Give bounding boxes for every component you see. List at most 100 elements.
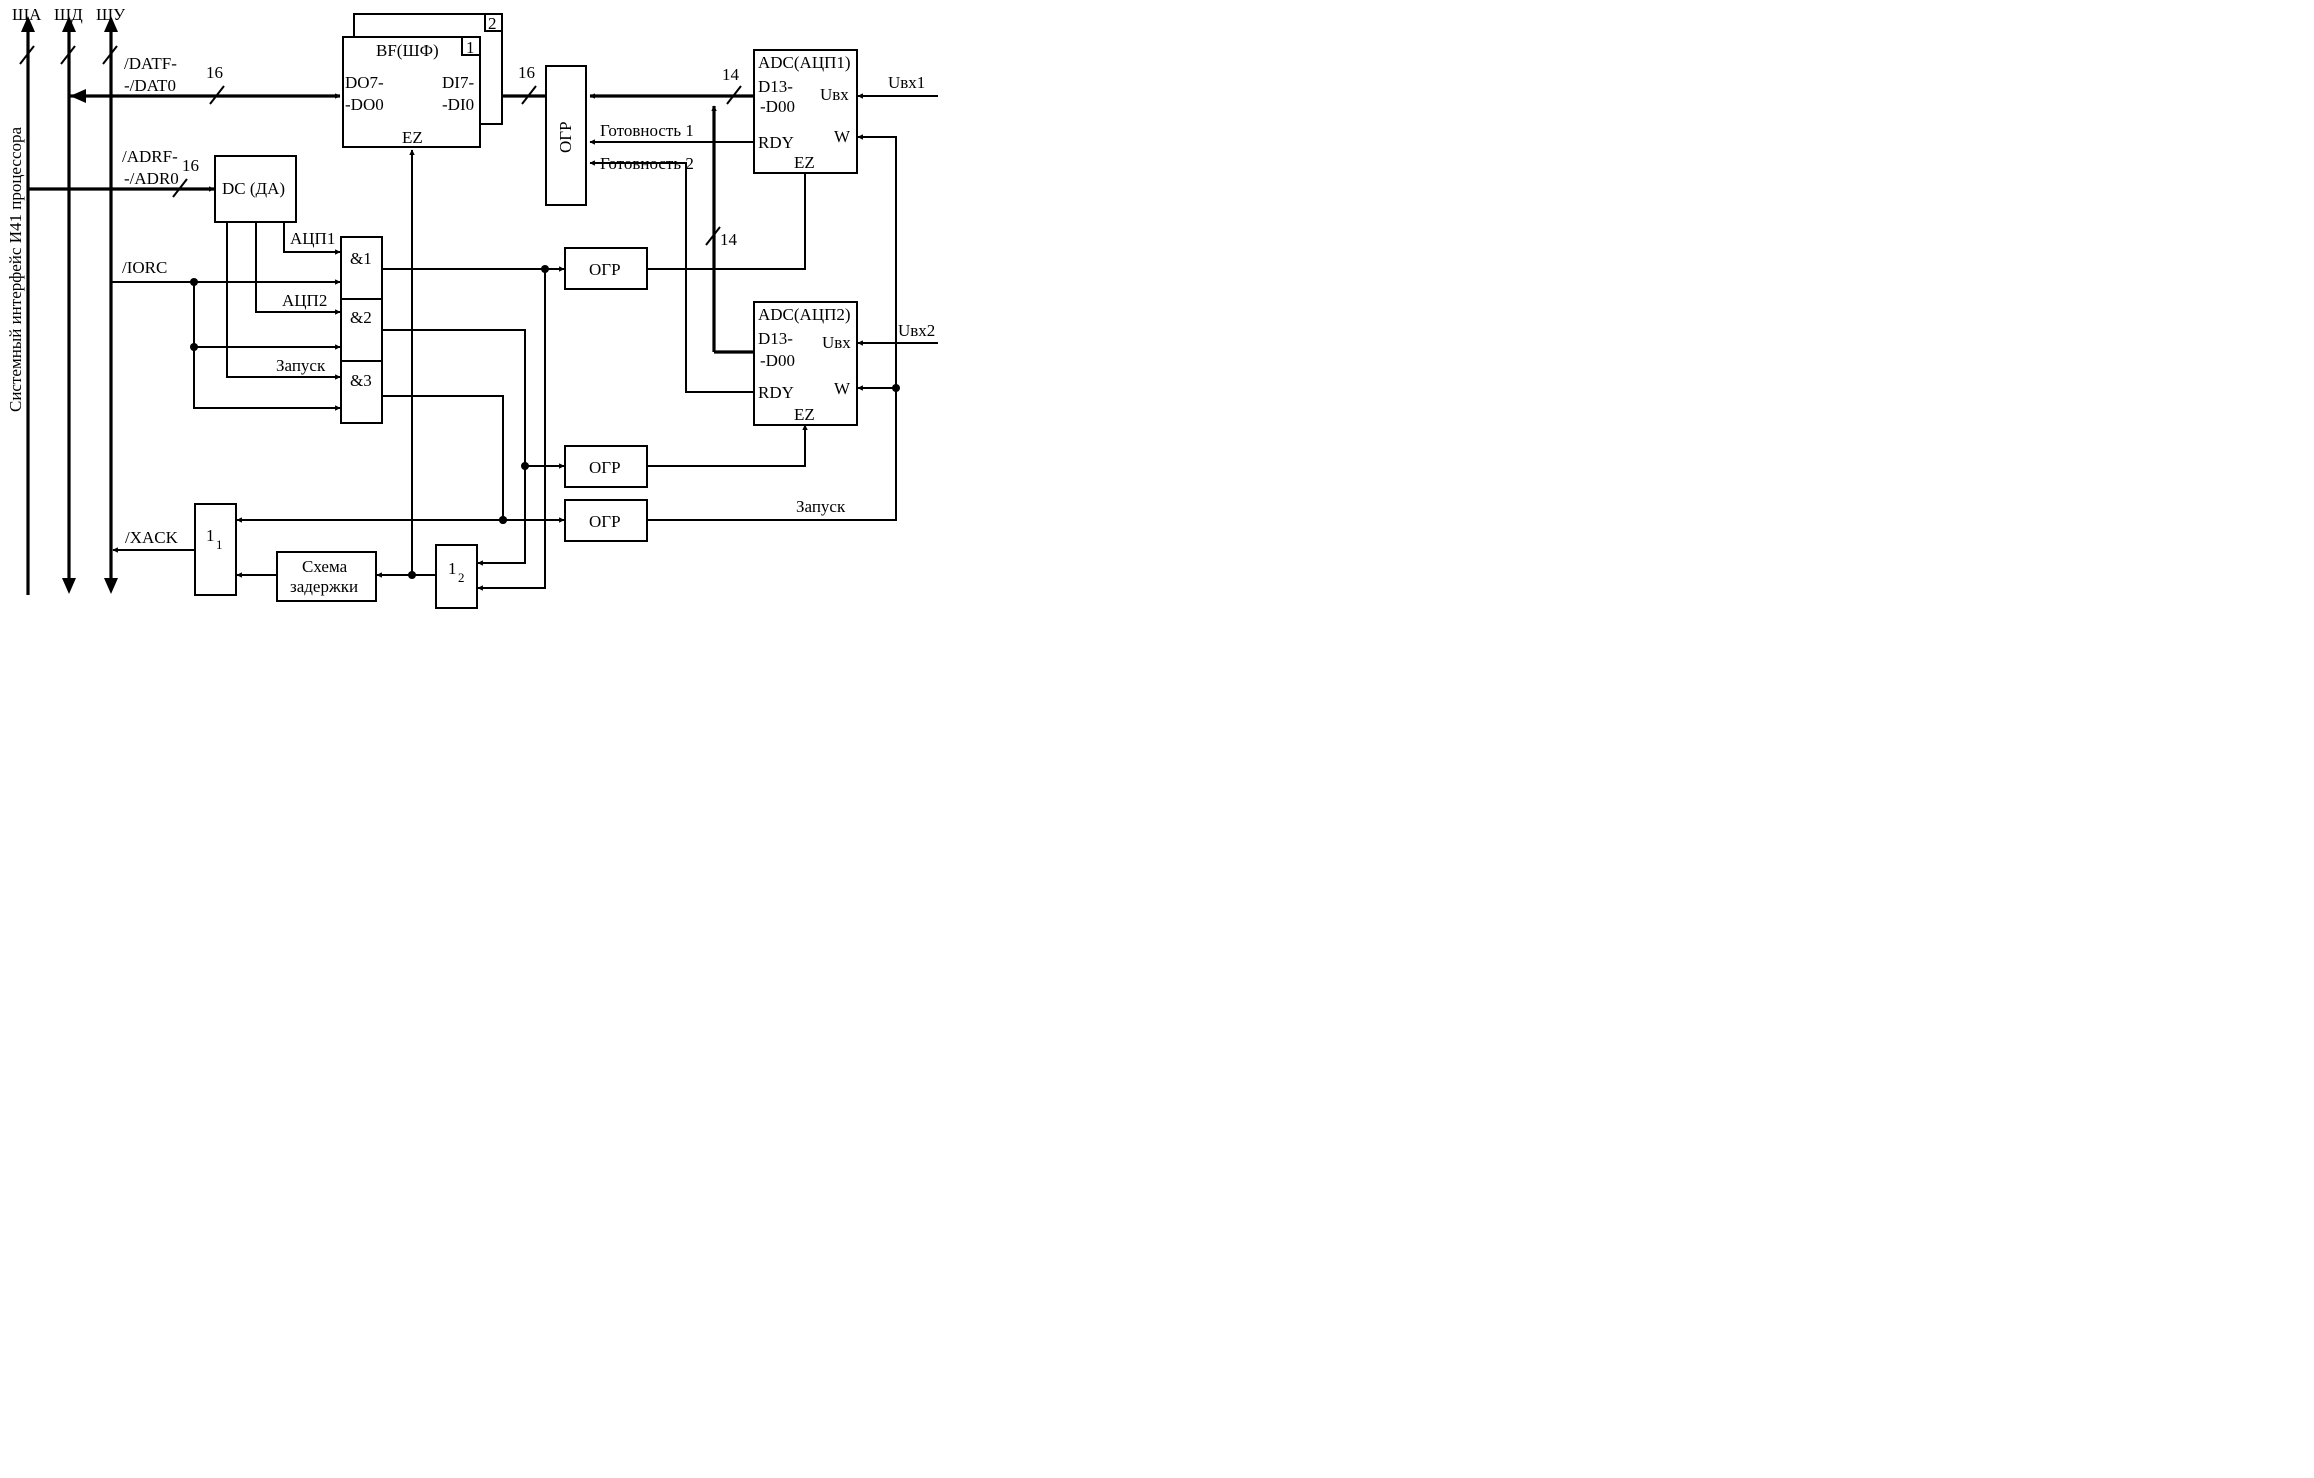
signal-datf: /DATF- — [124, 54, 177, 73]
signal-iorc: /IORC — [122, 258, 167, 277]
bf-badge2: 2 — [488, 14, 497, 33]
bf-badge1: 1 — [466, 38, 475, 57]
and2-junction — [521, 462, 529, 470]
adc1-w-pin: W — [834, 127, 851, 146]
label-start-out: Запуск — [796, 497, 846, 516]
bf-block: 2 1 BF(ШФ) DO7- -DO0 DI7- -DI0 EZ — [342, 13, 503, 148]
data-bus-arrow-left — [70, 89, 86, 103]
ogr3-frame — [564, 499, 648, 542]
ogr2-frame — [564, 445, 648, 488]
and3-down — [382, 395, 504, 520]
address-path: 16 /ADRF- -/ADR0 — [28, 147, 215, 198]
adc1-data-pin1: D13- — [758, 77, 793, 96]
dc-frame — [214, 155, 297, 223]
bus-data-arrow-up — [62, 16, 76, 32]
label-start-select: Запуск — [276, 356, 326, 375]
and2-frame — [340, 298, 383, 362]
bf-right-pin1: DI7- — [442, 73, 474, 92]
or2-sub: 2 — [458, 570, 465, 585]
bus-data-slash — [60, 45, 76, 65]
signal-adr0: -/ADR0 — [124, 169, 179, 188]
adc1-ez-pin: EZ — [794, 153, 815, 172]
ogr2-to-adc2-ez — [648, 424, 808, 467]
and2-label: &2 — [350, 308, 372, 327]
dc-block: DC (ДА) — [214, 155, 297, 223]
data-width-label: 16 — [206, 63, 223, 82]
adc2-block: ADC(АЦП2) D13- -D00 Uвх RDY W EZ — [753, 301, 858, 426]
delay-block: Схема задержки — [276, 551, 377, 602]
and3-frame — [340, 360, 383, 424]
or2-frame — [435, 544, 478, 609]
bf-badge1-box — [461, 36, 481, 56]
adc2-uin-pin: Uвх — [822, 333, 851, 352]
bus-control-arrow-up — [104, 16, 118, 32]
system-interface-label: Системный интерфейс И41 процессора — [6, 127, 25, 412]
signal-dat0: -/DAT0 — [124, 76, 176, 95]
adc2-data-width-label: 14 — [720, 230, 738, 249]
iorc-path: /IORC — [111, 258, 341, 411]
adc1-data-slash — [726, 85, 742, 105]
iorc-junction-2 — [190, 343, 198, 351]
adc2-frame — [753, 301, 858, 426]
adc2-data-slash — [705, 226, 721, 246]
bf-front-frame — [342, 36, 481, 148]
analog-inputs: Uвх1 Uвх2 — [857, 73, 938, 346]
label-ready1: Готовность 1 — [600, 121, 694, 140]
label-uin2: Uвх2 — [898, 321, 935, 340]
and3-label: &3 — [350, 371, 372, 390]
label-ready2: Готовность 2 — [600, 154, 694, 173]
label-adc1-select: АЦП1 — [290, 229, 335, 248]
adc2-rdy-pin: RDY — [758, 383, 794, 402]
address-width-slash — [172, 178, 188, 198]
ogr-bf-slash — [521, 85, 537, 105]
ogr-blocks: ОГР ОГР ОГР — [564, 247, 648, 542]
ogr-outputs: Запуск — [648, 134, 900, 521]
dc-title: DC (ДА) — [222, 179, 285, 198]
adc1-rdy-pin: RDY — [758, 133, 794, 152]
adc1-uin-pin: Uвх — [820, 85, 849, 104]
bf-left-pin2: -DO0 — [345, 95, 384, 114]
or1-frame — [194, 503, 237, 596]
adc2-data-pin2: -D00 — [760, 351, 795, 370]
bf-ez-pin: EZ — [402, 128, 423, 147]
and1-to-or2-b — [477, 269, 546, 591]
bus-data-label: ШД — [54, 5, 83, 24]
ogr-vertical-label: ОГР — [556, 121, 575, 153]
signal-adrf: /ADRF- — [122, 147, 178, 166]
bus-control-label: ШУ — [96, 5, 126, 24]
data-width-slash — [209, 85, 225, 105]
delay-frame — [276, 551, 377, 602]
ogr-vertical-block: ОГР — [545, 65, 587, 206]
ogr3-to-adc1-w — [648, 134, 897, 521]
w-junction — [892, 384, 900, 392]
or1-sub: 1 — [216, 537, 223, 552]
bus-address-slash — [19, 45, 35, 65]
decoder-outputs: АЦП1 АЦП2 Запуск — [226, 222, 341, 380]
bus-control-arrow-down — [104, 578, 118, 594]
data-path: 16 /DATF- -/DAT0 16 14 14 — [69, 54, 754, 354]
and1-label: &1 — [350, 249, 372, 268]
acknowledge-path: /XACK — [112, 149, 507, 579]
and3-junction-b — [499, 516, 507, 524]
or1-label: 1 — [206, 526, 215, 545]
and-gates: &1 &2 &3 — [340, 236, 383, 424]
label-uin1: Uвх1 — [888, 73, 925, 92]
label-adc2-select: АЦП2 — [282, 291, 327, 310]
bus-address-label: ША — [12, 5, 42, 24]
or2-label: 1 — [448, 559, 457, 578]
bf-badge2-box — [484, 13, 503, 32]
bf-right-pin2: -DI0 — [442, 95, 474, 114]
ready-signals: Готовность 1 Готовность 2 — [589, 121, 754, 393]
and2-to-or2-a — [382, 329, 526, 566]
ogr2-label: ОГР — [589, 458, 621, 477]
dc-to-and1-adc1 — [283, 222, 341, 255]
ogr1-label: ОГР — [589, 260, 621, 279]
iorc-to-and3 — [193, 282, 341, 411]
adc1-frame — [753, 49, 858, 174]
bus-address-arrow — [21, 16, 35, 32]
ez-junction — [408, 571, 416, 579]
address-width-label: 16 — [182, 156, 199, 175]
ogr1-to-adc1-ez — [648, 153, 808, 270]
signal-xack: /XACK — [125, 528, 179, 547]
